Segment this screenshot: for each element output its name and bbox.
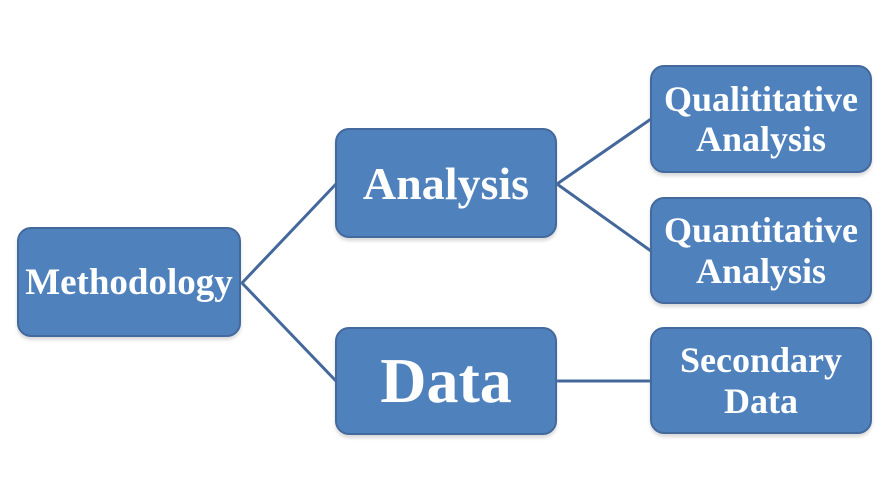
node-quantitative-analysis: Quantitative Analysis	[650, 197, 872, 304]
node-methodology: Methodology	[17, 227, 241, 337]
node-qualititative-analysis: Qualititative Analysis	[650, 65, 872, 173]
node-secondary-data-line1: Secondary	[680, 340, 842, 381]
connector-methodology-data	[240, 281, 338, 383]
node-qualititative-analysis-label: Qualititative Analysis	[656, 79, 866, 160]
node-qualititative-analysis-line1: Qualititative	[664, 78, 858, 119]
node-quantitative-analysis-line1: Quantitative	[664, 210, 858, 251]
node-quantitative-analysis-line2: Analysis	[695, 250, 827, 291]
connector-analysis-quantitative	[555, 182, 653, 253]
node-data-label: Data	[380, 345, 512, 416]
node-data: Data	[335, 327, 557, 435]
connector-analysis-qualititative	[555, 117, 653, 186]
node-analysis: Analysis	[335, 128, 557, 238]
node-methodology-label: Methodology	[25, 261, 233, 303]
connector-methodology-analysis	[240, 182, 338, 285]
node-analysis-label: Analysis	[362, 157, 530, 209]
node-secondary-data-line2: Data	[724, 380, 798, 421]
node-secondary-data: Secondary Data	[650, 327, 872, 434]
node-qualititative-analysis-line2: Analysis	[695, 119, 827, 159]
node-quantitative-analysis-label: Quantitative Analysis	[656, 210, 866, 291]
node-secondary-data-label: Secondary Data	[656, 340, 866, 421]
